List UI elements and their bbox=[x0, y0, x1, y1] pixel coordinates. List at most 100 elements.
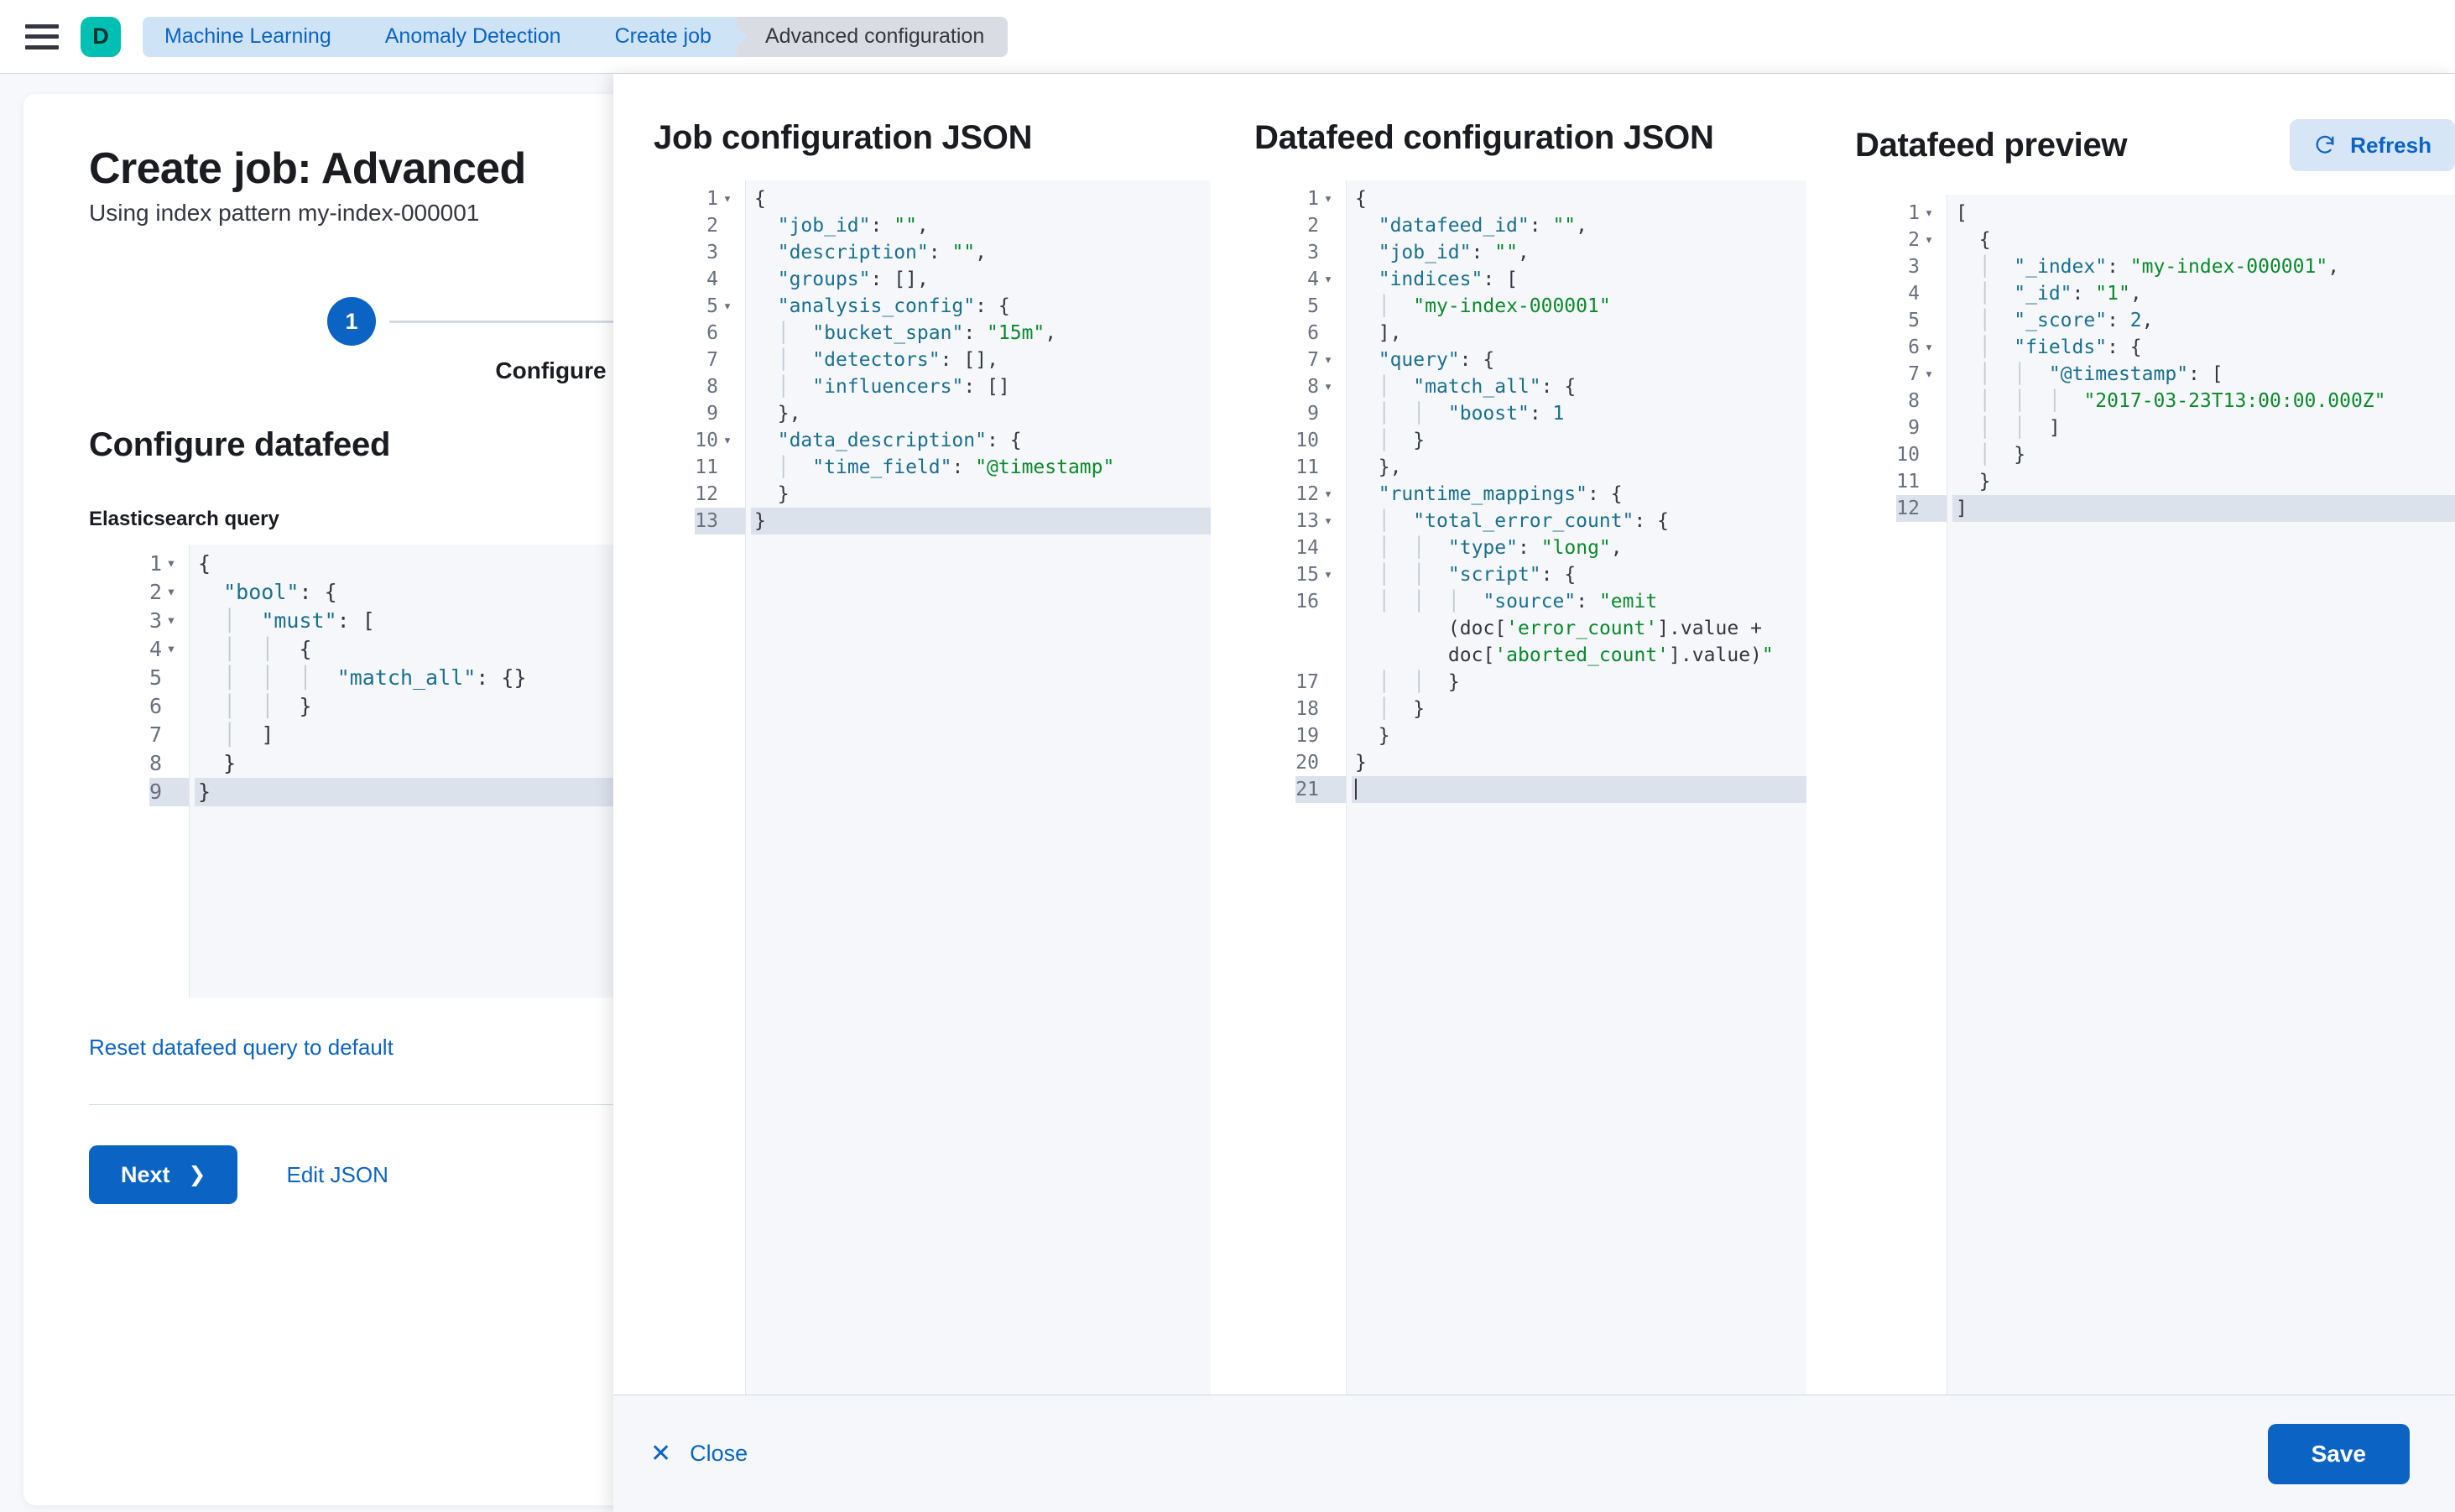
line-number: 9▾ bbox=[1307, 403, 1319, 425]
code-line[interactable]: }, bbox=[1378, 456, 1402, 478]
code-line[interactable]: │ "_score": 2, bbox=[1978, 310, 2154, 331]
code-line[interactable]: } bbox=[1355, 752, 1367, 774]
code-line[interactable]: │ │ "boost": 1 bbox=[1378, 403, 1565, 425]
code-line[interactable]: ] bbox=[1952, 495, 2455, 522]
code-line[interactable]: "job_id": "", bbox=[1378, 242, 1530, 263]
code-line[interactable]: │ } bbox=[1378, 430, 1426, 451]
line-number: 1▾ bbox=[149, 551, 176, 576]
line-number: 4▾ bbox=[1307, 269, 1333, 290]
code-line[interactable]: │ │ { bbox=[223, 637, 312, 662]
code-line[interactable]: { bbox=[198, 551, 211, 576]
code-line[interactable]: │ "_index": "my-index-000001", bbox=[1978, 256, 2340, 278]
stepper-step-1[interactable]: 1 bbox=[327, 297, 376, 347]
breadcrumb-item-0[interactable]: Machine Learning bbox=[143, 16, 367, 57]
code-line[interactable]: "runtime_mappings": { bbox=[1378, 483, 1623, 505]
reset-datafeed-query-link[interactable]: Reset datafeed query to default bbox=[89, 1035, 394, 1061]
line-number: 18▾ bbox=[1295, 698, 1319, 720]
code-line[interactable]: } bbox=[1378, 725, 1390, 747]
line-number: 8▾ bbox=[706, 376, 718, 398]
line-number: 12▾ bbox=[695, 483, 718, 505]
datafeed-editor-gutter: 1▾2▾3▾4▾5▾6▾7▾8▾9▾10▾11▾12▾13▾14▾15▾16▾1… bbox=[1254, 180, 1347, 1395]
code-line[interactable]: "datafeed_id": "", bbox=[1378, 215, 1588, 237]
line-number: 6▾ bbox=[149, 694, 162, 719]
breadcrumb-item-2[interactable]: Create job bbox=[586, 16, 748, 57]
refresh-icon bbox=[2313, 133, 2337, 157]
preview-editor-code[interactable]: [ { │ "_index": "my-index-000001", │ "_i… bbox=[1947, 195, 2455, 1395]
datafeed-configuration-editor[interactable]: 1▾2▾3▾4▾5▾6▾7▾8▾9▾10▾11▾12▾13▾14▾15▾16▾1… bbox=[1254, 180, 1806, 1395]
code-line[interactable]: │ ] bbox=[223, 722, 274, 748]
code-line[interactable]: { bbox=[754, 188, 766, 210]
line-number: 11▾ bbox=[695, 456, 718, 478]
next-button[interactable]: Next ❯ bbox=[89, 1145, 238, 1205]
code-line[interactable]: │ "_id": "1", bbox=[1978, 283, 2142, 305]
code-line[interactable]: │ } bbox=[1978, 444, 2026, 466]
code-line[interactable]: } bbox=[777, 483, 790, 505]
code-line[interactable]: │ │ │ "2017-03-23T13:00:00.000Z" bbox=[1978, 390, 2386, 412]
logo-badge[interactable]: D bbox=[81, 16, 121, 57]
breadcrumb-chevron-icon bbox=[725, 16, 748, 57]
code-line[interactable]: "description": "", bbox=[777, 242, 988, 263]
line-number: 6▾ bbox=[1307, 322, 1319, 344]
close-button[interactable]: ✕ Close bbox=[650, 1441, 748, 1467]
code-line[interactable]: "job_id": "", bbox=[777, 215, 929, 237]
code-line[interactable]: "analysis_config": { bbox=[777, 295, 1010, 317]
refresh-button[interactable]: Refresh bbox=[2290, 119, 2455, 171]
code-line[interactable]: ], bbox=[1378, 322, 1402, 344]
code-line[interactable]: │ "match_all": { bbox=[1378, 376, 1577, 398]
code-line[interactable]: [ bbox=[1956, 202, 1968, 224]
flyout-footer: ✕ Close Save bbox=[613, 1395, 2455, 1512]
code-line[interactable]: │ │ │ "source": "emit (doc['error_count'… bbox=[1378, 591, 1774, 666]
code-line[interactable]: │ "total_error_count": { bbox=[1378, 510, 1669, 532]
code-line[interactable]: │ │ ] bbox=[1978, 417, 2061, 439]
form-divider bbox=[89, 1104, 1116, 1106]
datafeed-preview-editor[interactable]: 1▾2▾3▾4▾5▾6▾7▾8▾9▾10▾11▾12▾ [ { │ "_inde… bbox=[1855, 195, 2455, 1395]
breadcrumb-item-1[interactable]: Anomaly Detection bbox=[356, 16, 597, 57]
code-line[interactable]: │ "influencers": [] bbox=[777, 376, 1010, 398]
code-line[interactable]: "bool": { bbox=[223, 580, 337, 605]
line-number: 5▾ bbox=[706, 295, 732, 317]
code-line[interactable]: │ │ "@timestamp": [ bbox=[1978, 363, 2223, 385]
code-line[interactable]: } bbox=[751, 508, 1211, 534]
code-line[interactable]: "query": { bbox=[1378, 349, 1495, 371]
job-editor-code[interactable]: { "job_id": "", "description": "", "grou… bbox=[746, 180, 1211, 1395]
refresh-button-label: Refresh bbox=[2350, 132, 2432, 158]
line-number: 3▾ bbox=[706, 242, 718, 263]
line-number: 5▾ bbox=[1908, 310, 1920, 331]
code-line[interactable]: "indices": [ bbox=[1378, 269, 1518, 290]
code-line[interactable]: │ "fields": { bbox=[1978, 336, 2142, 358]
line-number: 11▾ bbox=[1295, 456, 1319, 478]
code-line[interactable]: │ } bbox=[1378, 698, 1426, 720]
code-line[interactable]: } bbox=[1978, 471, 1991, 493]
code-line[interactable]: { bbox=[1978, 229, 1991, 251]
breadcrumb-item-label: Machine Learning bbox=[164, 24, 331, 48]
line-number: 17▾ bbox=[1295, 671, 1319, 693]
code-line[interactable]: │ │ "type": "long", bbox=[1378, 537, 1623, 559]
code-line[interactable]: │ │ "script": { bbox=[1378, 564, 1577, 586]
code-line[interactable]: │ "must": [ bbox=[223, 608, 375, 633]
code-line[interactable]: │ │ } bbox=[1378, 671, 1460, 693]
job-configuration-panel: Job configuration JSON 1▾2▾3▾4▾5▾6▾7▾8▾9… bbox=[613, 119, 1217, 1395]
line-number: 9▾ bbox=[149, 778, 189, 807]
line-number: 6▾ bbox=[706, 322, 718, 344]
line-number: 4▾ bbox=[149, 637, 176, 662]
breadcrumb-item-3: Advanced configuration bbox=[736, 16, 1009, 57]
datafeed-editor-code[interactable]: { "datafeed_id": "", "job_id": "", "indi… bbox=[1347, 180, 1806, 1395]
code-line[interactable] bbox=[1352, 776, 1806, 803]
line-number: 3▾ bbox=[1908, 256, 1920, 278]
code-line[interactable]: │ │ } bbox=[223, 694, 312, 719]
job-configuration-editor[interactable]: 1▾2▾3▾4▾5▾6▾7▾8▾9▾10▾11▾12▾13▾ { "job_id… bbox=[654, 180, 1211, 1395]
code-line[interactable]: { bbox=[1355, 188, 1367, 210]
code-line[interactable]: }, bbox=[777, 403, 801, 425]
code-line[interactable]: │ │ │ "match_all": {} bbox=[223, 665, 527, 691]
code-line[interactable]: │ "bucket_span": "15m", bbox=[777, 322, 1057, 344]
save-button[interactable]: Save bbox=[2267, 1423, 2410, 1484]
hamburger-icon[interactable] bbox=[25, 23, 59, 50]
edit-json-link[interactable]: Edit JSON bbox=[286, 1161, 388, 1187]
code-line[interactable]: │ "time_field": "@timestamp" bbox=[777, 456, 1115, 478]
code-line[interactable]: │ "my-index-000001" bbox=[1378, 295, 1611, 317]
code-line[interactable]: "data_description": { bbox=[777, 430, 1022, 451]
job-configuration-title: Job configuration JSON bbox=[654, 119, 1033, 156]
code-line[interactable]: "groups": [], bbox=[777, 269, 929, 290]
code-line[interactable]: } bbox=[223, 751, 237, 776]
code-line[interactable]: │ "detectors": [], bbox=[777, 349, 998, 371]
